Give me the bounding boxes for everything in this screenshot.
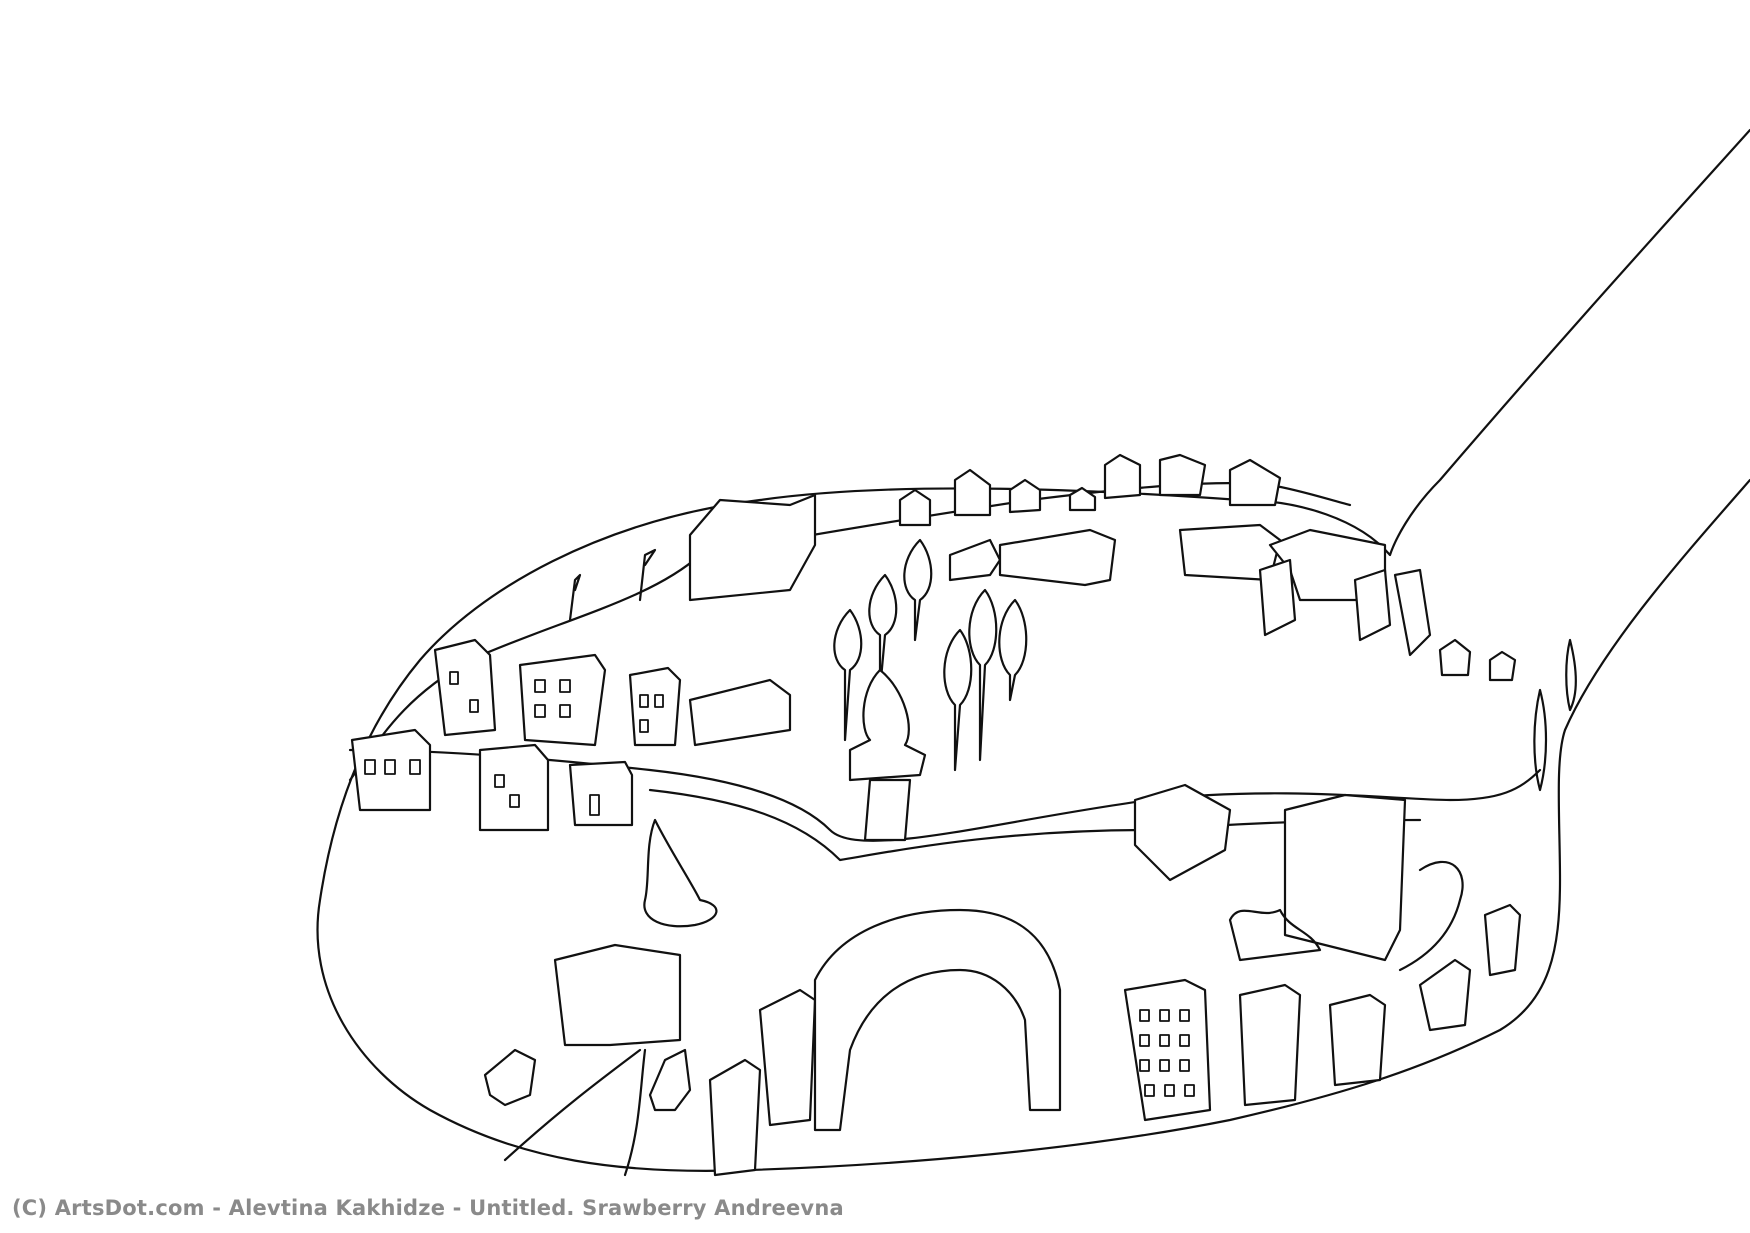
house [1008, 478, 1042, 514]
house [953, 468, 992, 517]
house [1158, 453, 1207, 497]
building-right-tall-2 [1353, 568, 1392, 642]
shrub-right-curve [1398, 860, 1464, 972]
bench [648, 1048, 692, 1112]
building [568, 760, 634, 827]
house [1103, 453, 1142, 500]
building-top-left [688, 493, 817, 602]
block-center [1133, 783, 1232, 882]
tree [833, 608, 863, 742]
building-tall-lower-2 [708, 1058, 762, 1177]
arch [813, 908, 1062, 1132]
house-small-right [1438, 638, 1472, 677]
block-lower-right-2 [1328, 993, 1387, 1087]
trailer [948, 538, 1002, 582]
building-group-left-lower [350, 728, 634, 832]
cypress-right-2 [1533, 688, 1548, 792]
block-lower-right-3 [1418, 958, 1472, 1032]
building-group-left-upper [433, 638, 792, 747]
spoon-outline [316, 128, 1750, 1172]
flags [568, 548, 657, 622]
building-right-tall [1258, 558, 1297, 637]
highrise-windows [1139, 1009, 1195, 1097]
tree [943, 628, 973, 772]
building-long-center [998, 528, 1117, 587]
building [478, 743, 550, 832]
tree [968, 588, 998, 762]
tree [903, 538, 933, 642]
building [688, 678, 792, 747]
shrubs-right [1228, 908, 1322, 962]
block-lower-right-4 [1483, 903, 1522, 977]
building-highrise [1123, 978, 1212, 1122]
statue [848, 668, 927, 782]
house-small-right-2 [1488, 650, 1517, 682]
house [1228, 458, 1282, 507]
building-right-tall-3 [1393, 568, 1432, 657]
block-lower-right [1238, 983, 1302, 1107]
building [518, 653, 607, 747]
tree [998, 598, 1028, 702]
bench [483, 1048, 537, 1107]
trees [833, 538, 1028, 772]
building [433, 638, 497, 737]
path-lower-left [503, 1048, 642, 1162]
flag-pole [568, 573, 582, 622]
cypress-right [1565, 638, 1577, 712]
statue-pedestal [863, 778, 912, 842]
building-tall-lower [758, 988, 817, 1127]
building-right-top [1178, 523, 1282, 582]
block-large-right [1283, 793, 1407, 962]
flag-pole [638, 548, 657, 602]
ridge-houses [898, 453, 1282, 527]
path-lower-left-2 [623, 1048, 647, 1177]
house [1068, 486, 1097, 512]
house [898, 488, 932, 527]
copyright-caption: (C) ArtsDot.com - Alevtina Kakhidze - Un… [12, 1196, 844, 1220]
cone-statue [643, 818, 718, 928]
block-lower-left [553, 943, 682, 1047]
